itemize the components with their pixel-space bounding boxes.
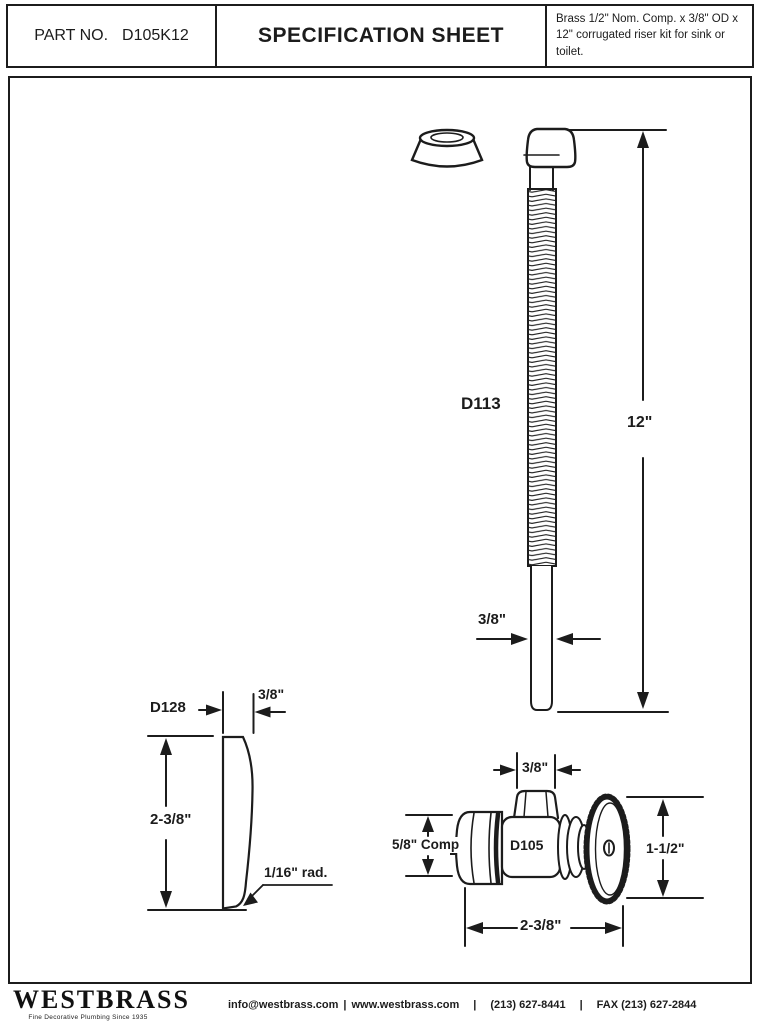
contact-website: www.westbrass.com (351, 999, 460, 1011)
contact-separator: | (579, 999, 583, 1011)
westbrass-logo: WESTBRASS Fine Decorative Plumbing Since… (13, 985, 190, 1022)
riser-drawing (523, 127, 577, 711)
contact-separator: | (473, 999, 477, 1011)
escutcheon-radius-label: 1/16" rad. (262, 864, 330, 880)
header-title-block: PART NO. D105K12 SPECIFICATION SHEET Bra… (6, 4, 754, 68)
product-description-cell: Brass 1/2" Nom. Comp. x 3/8" OD x 12" co… (547, 6, 752, 66)
sheet-title-cell: SPECIFICATION SHEET (217, 6, 547, 66)
part-number-label: PART NO. (34, 27, 109, 44)
riser-length-dimension (557, 129, 669, 713)
brand-tagline: Fine Decorative Plumbing Since 1935 (28, 1014, 148, 1021)
valve-inlet-label: 5/8" Comp (390, 837, 462, 853)
riser-part-label: D113 (459, 394, 503, 413)
valve-width-label: 2-3/8" (518, 917, 564, 934)
contact-separator: | (343, 999, 347, 1011)
brand-name: WESTBRASS (13, 985, 190, 1014)
contact-info: info@westbrass.com | www.westbrass.com |… (228, 999, 753, 1011)
contact-phone: (213) 627-8441 (490, 999, 566, 1011)
contact-email: info@westbrass.com (228, 999, 339, 1011)
valve-part-label: D105 (510, 837, 544, 853)
escutcheon-height-label: 2-3/8" (148, 811, 194, 828)
part-number-cell: PART NO. D105K12 (8, 6, 217, 66)
riser-length-label: 12" (625, 414, 655, 432)
riser-od-dimension (476, 633, 601, 645)
part-number-value: D105K12 (122, 27, 189, 44)
contact-fax: FAX (213) 627-2844 (596, 999, 697, 1011)
escutcheon-thickness-label: 3/8" (256, 686, 287, 702)
riser-od-label: 3/8" (476, 611, 508, 628)
sheet-title: SPECIFICATION SHEET (258, 24, 504, 47)
product-description: Brass 1/2" Nom. Comp. x 3/8" OD x 12" co… (556, 13, 738, 58)
valve-top-od-label: 3/8" (520, 759, 551, 775)
escutcheon-part-label: D128 (148, 699, 188, 716)
valve-drawing (405, 752, 704, 947)
escutcheon-drawing (147, 691, 333, 911)
compression-sleeve-drawing (410, 128, 484, 168)
valve-handle-od-label: 1-1/2" (644, 840, 687, 856)
